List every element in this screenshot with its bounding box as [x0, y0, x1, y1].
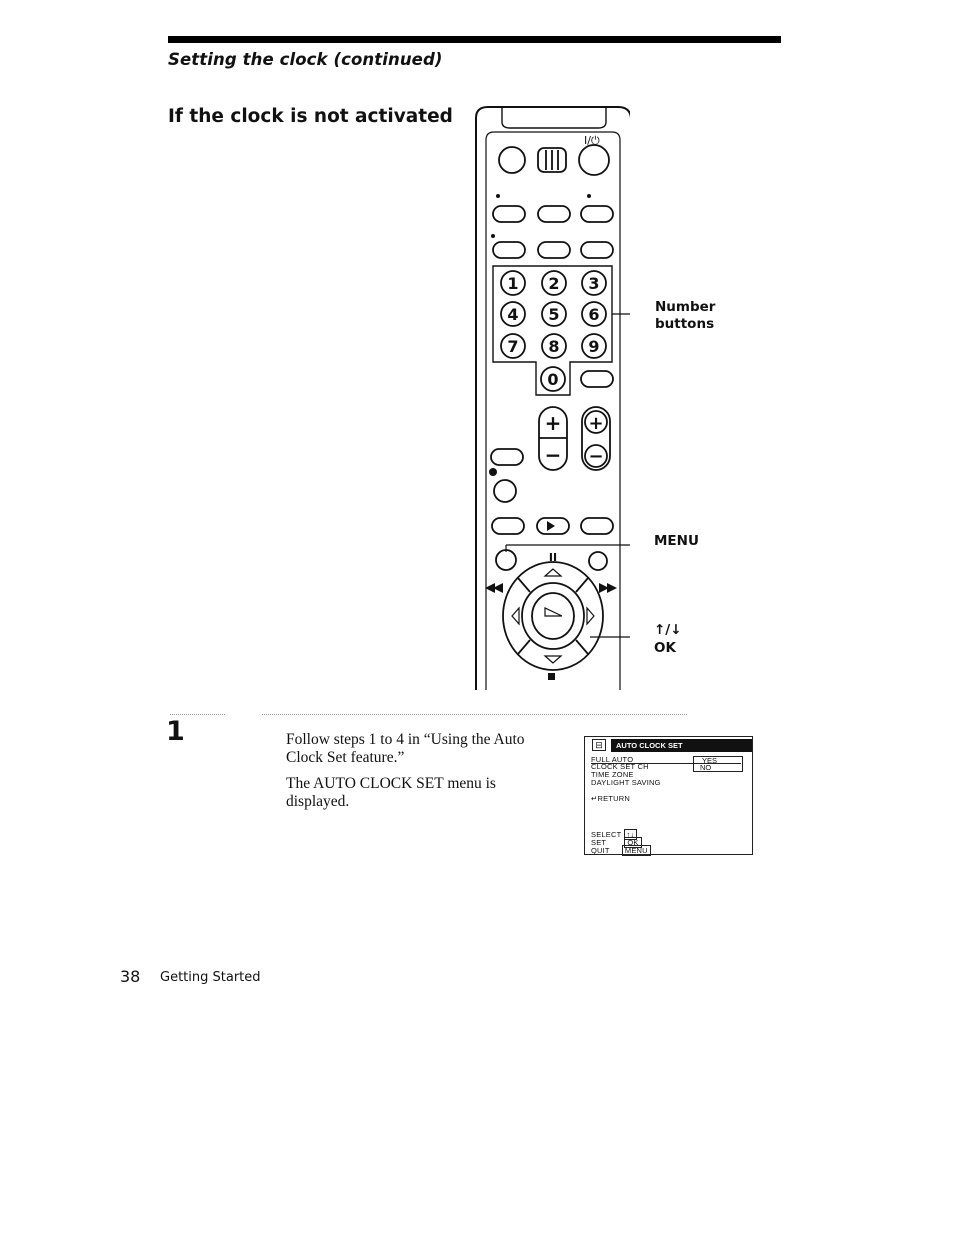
number-key-2: 2 [548, 274, 559, 293]
callout-arrows: ↑/↓ [654, 622, 682, 638]
footer-section-name: Getting Started [160, 970, 261, 985]
osd-item-daylight-saving: DAYLIGHT SAVING [591, 778, 661, 787]
top-rule [168, 36, 781, 43]
step-number: 1 [166, 716, 185, 747]
osd-control-set: SET OK [591, 837, 642, 848]
number-key-5: 5 [548, 305, 559, 324]
callout-number-buttons: Number buttons [655, 299, 716, 332]
auto-clock-set-menu: ⊟ AUTO CLOCK SET FULL AUTO CLOCK SET CH … [584, 736, 753, 856]
number-key-1: 1 [507, 274, 518, 293]
osd-option-yes: YES [702, 756, 718, 765]
volume-minus: − [588, 446, 603, 467]
number-key-3: 3 [588, 274, 599, 293]
channel-minus: − [545, 443, 562, 467]
tv-video-button [537, 147, 567, 173]
callout-menu: MENU [654, 533, 699, 549]
osd-option-box: YES NO [693, 756, 743, 772]
osd-return: ↵RETURN [591, 794, 630, 803]
number-key-0: 0 [547, 370, 558, 389]
osd-control-select: SELECT ↑↓ [591, 829, 638, 840]
number-key-6: 6 [588, 305, 599, 324]
osd-item-full-auto: FULL AUTO [591, 755, 634, 764]
channel-plus: + [545, 411, 562, 435]
number-key-9: 9 [588, 337, 599, 356]
volume-plus: + [588, 413, 603, 434]
number-key-8: 8 [548, 337, 559, 356]
vcr-icon: ⊟ [592, 739, 606, 751]
callout-ok: OK [654, 640, 676, 656]
osd-underline [591, 763, 741, 764]
step-result: The AUTO CLOCK SET menu is displayed. [286, 775, 496, 810]
running-title: Setting the clock (continued) [168, 50, 443, 69]
pause-symbol: II [549, 551, 557, 564]
osd-item-clock-set-ch: CLOCK SET CH [591, 762, 649, 771]
divider [262, 714, 687, 715]
page-number: 38 [120, 967, 141, 986]
power-label: I/⏻ [584, 134, 600, 147]
osd-header: ⊟ AUTO CLOCK SET [589, 739, 752, 752]
number-key-4: 4 [507, 305, 518, 324]
osd-item-time-zone: TIME ZONE [591, 770, 634, 779]
number-key-7: 7 [507, 337, 518, 356]
remote-control-illustration: I/⏻ [475, 106, 630, 690]
osd-title: AUTO CLOCK SET [611, 739, 752, 752]
eject-button [498, 146, 526, 174]
osd-control-quit: QUIT MENU [591, 845, 651, 856]
osd-option-no: NO [700, 763, 712, 772]
step-instruction: Follow steps 1 to 4 in “Using the Auto C… [286, 731, 525, 766]
power-button [578, 144, 610, 176]
divider [170, 714, 225, 715]
section-title: If the clock is not activated [168, 106, 453, 127]
